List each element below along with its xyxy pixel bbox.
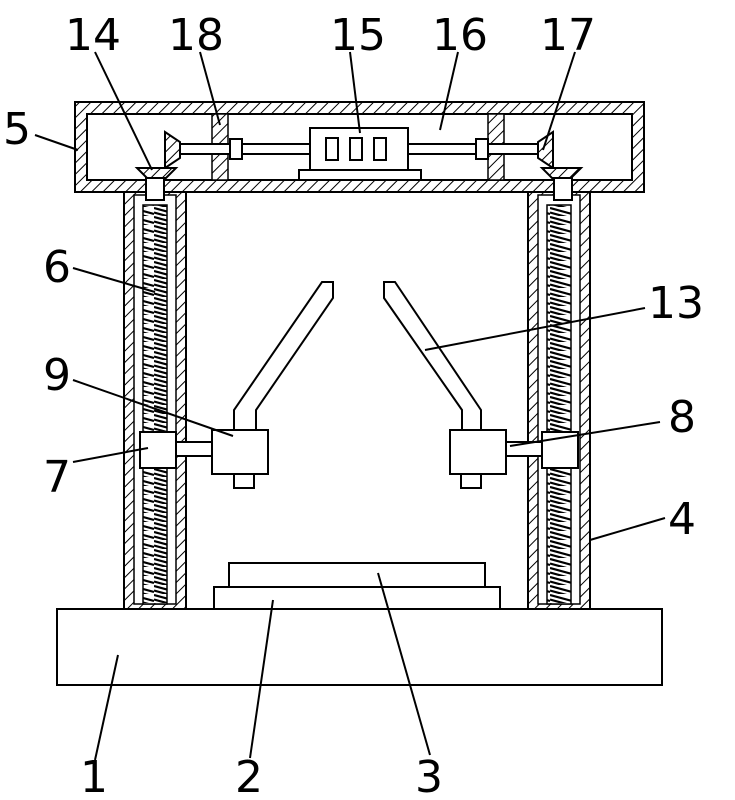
platform xyxy=(214,587,500,609)
label-7: 7 xyxy=(43,452,71,503)
base xyxy=(57,609,662,685)
left-slider xyxy=(140,432,212,468)
label-18: 18 xyxy=(168,10,224,61)
label-9: 9 xyxy=(43,350,71,401)
label-8: 8 xyxy=(668,392,696,443)
label-4: 4 xyxy=(668,494,696,545)
label-5: 5 xyxy=(3,104,31,155)
right-gripper-arm xyxy=(384,282,481,430)
label-15: 15 xyxy=(330,10,386,61)
label-14: 14 xyxy=(65,10,121,61)
right-lead-screw xyxy=(547,205,571,604)
label-13: 13 xyxy=(648,278,704,329)
left-lead-screw xyxy=(143,205,167,604)
label-3: 3 xyxy=(415,752,443,800)
motor xyxy=(299,128,421,180)
label-2: 2 xyxy=(235,752,263,800)
right-clamp-block xyxy=(450,430,506,488)
label-1: 1 xyxy=(80,752,108,800)
right-column xyxy=(528,192,590,609)
left-clamp-block xyxy=(212,430,268,488)
left-gripper-arm xyxy=(234,282,333,430)
workpiece xyxy=(229,563,485,587)
label-6: 6 xyxy=(43,242,71,293)
label-16: 16 xyxy=(432,10,488,61)
label-17: 17 xyxy=(540,10,596,61)
